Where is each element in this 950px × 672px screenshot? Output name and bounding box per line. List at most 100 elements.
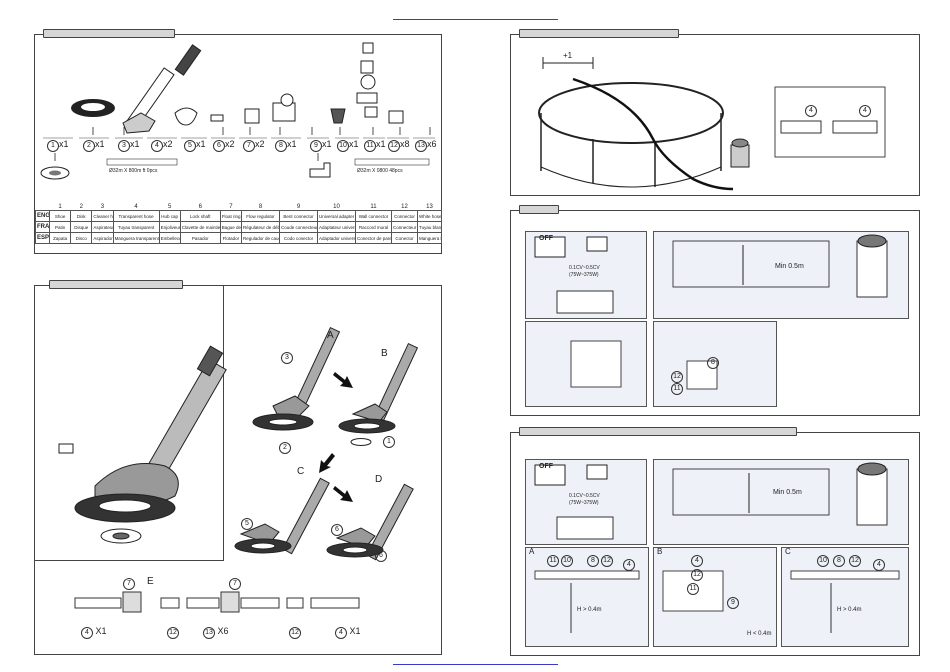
d2-a-callout-10: 10 <box>561 555 573 567</box>
install-panel: +1 4 4 <box>510 29 920 196</box>
table-cell: Bent connector <box>279 210 318 222</box>
diagram2-panel: OFF 0.1CV~0.5CV (75W~375W) Min 0.5m A B … <box>510 427 920 656</box>
d2-min-label: Min 0.5m <box>773 489 802 496</box>
table-cell: Lock shaft <box>179 210 221 222</box>
d2-c-callout-12: 12 <box>849 555 861 567</box>
d1-watt-label: (75W~375W) <box>569 272 599 278</box>
d2-c-callout-8: 8 <box>833 555 845 567</box>
part-number-9: 9 <box>310 140 322 152</box>
hose-label-12-left: 12 <box>167 626 179 639</box>
table-header-cell: 3 <box>91 203 114 211</box>
table-header-cell: 7 <box>220 203 242 211</box>
part-number-5: 5 <box>184 140 196 152</box>
table-cell: Régulateur de débit <box>241 221 280 233</box>
callout-7b: 7 <box>229 578 241 590</box>
table-row: ESP Zapata Disco Aspirador Manguera tran… <box>35 232 442 244</box>
table-cell: Embellecedor <box>158 232 181 244</box>
d2-c-box <box>781 547 909 647</box>
table-header-cell: 5 <box>159 203 181 211</box>
diagram2-panel-header <box>519 427 797 436</box>
part-number-10: 10 <box>337 140 349 152</box>
callout-6b: 6 <box>375 550 387 562</box>
d1-callout-8: 8 <box>707 357 719 369</box>
assembly-panel-header <box>49 280 183 289</box>
table-cell: Disk <box>70 210 93 222</box>
hose-note-left: Ø32m X 800m ft 0pcs <box>109 168 158 174</box>
part-number-8: 8 <box>275 140 287 152</box>
d1-min-label: Min 0.5m <box>775 263 804 270</box>
callout-5: 5 <box>241 518 253 530</box>
d2-watt-label: (75W~375W) <box>569 500 599 506</box>
d2-b-callout-12: 12 <box>691 569 703 581</box>
table-cell: Regulador de caudal <box>241 232 280 244</box>
table-cell: Manguera transparente <box>112 232 160 244</box>
callout-7a: 7 <box>123 578 135 590</box>
d2-c-callout-10: 10 <box>817 555 829 567</box>
step-d-label: D <box>375 474 383 485</box>
table-cell: Adaptateur universel <box>317 221 356 233</box>
part-number-2: 2 <box>83 140 95 152</box>
d2-b-callout-4: 4 <box>691 555 703 567</box>
table-cell: Tuyau blanc <box>417 221 442 233</box>
table-row: ENG Shoe Disk Cleaner head Transparent h… <box>35 210 442 222</box>
callout-2: 2 <box>279 442 291 454</box>
callout-6: 6 <box>331 524 343 536</box>
table-lang-cell: ESP <box>35 232 50 244</box>
table-cell: Flotador <box>219 232 243 244</box>
diagram1-panel-header <box>519 205 559 214</box>
d1-callout-11: 11 <box>671 383 683 395</box>
d2-c-height: H > 0.4m <box>837 607 862 613</box>
hose-label-12-right: 12 <box>289 626 301 639</box>
d2-a-callout-8: 8 <box>587 555 599 567</box>
table-cell: Connector <box>391 210 418 222</box>
d2-b-callout-9: 9 <box>727 597 739 609</box>
table-header-cell: 9 <box>279 203 318 211</box>
top-link-line[interactable] <box>393 19 558 20</box>
table-header-cell: 6 <box>180 203 221 211</box>
table-cell: Cleaner head <box>91 210 114 222</box>
step-c-label: C <box>297 466 305 477</box>
table-header-cell: 1 <box>49 203 71 211</box>
table-cell: Raccord mural <box>355 221 392 233</box>
d2-a-height: H > 0.4m <box>577 607 602 613</box>
hose-label-13: 13 X6 <box>203 626 229 639</box>
d2-a-callout-12: 12 <box>601 555 613 567</box>
pool-illustration <box>538 57 886 191</box>
d1-callout-12: 12 <box>671 371 683 383</box>
callout-1: 1 <box>383 436 395 448</box>
table-header-row: 1 2 3 4 5 6 7 8 9 10 11 12 13 <box>35 203 442 211</box>
hose-label-4-left: 4 X1 <box>81 626 107 639</box>
table-cell: Adaptador universal <box>317 232 356 244</box>
bottom-link-line[interactable] <box>393 664 558 665</box>
diagram2-illustration <box>534 462 900 633</box>
assembly-panel: A B C D E 3 2 1 5 6 6 7 7 4 X1 12 13 X6 … <box>34 280 442 655</box>
table-cell: Bague de flottaison <box>219 221 243 233</box>
part-number-6: 6 <box>213 140 225 152</box>
diagram1-panel: OFF 0.1CV~0.5CV (75W~375W) Min 0.5m 12 1… <box>510 205 920 416</box>
hose-note-right: Ø32m X 0800 48pcs <box>357 168 403 174</box>
table-header-cell: 4 <box>113 203 160 211</box>
table-cell: Disque <box>70 221 93 233</box>
assembly-illustration <box>58 326 419 613</box>
part-number-3: 3 <box>118 140 130 152</box>
table-header-cell: 11 <box>355 203 392 211</box>
table-lang-cell: ENG <box>35 210 50 222</box>
d2-b-callout-11: 11 <box>687 583 699 595</box>
d2-c-callout-4: 4 <box>873 559 885 571</box>
part-number-1: 1 <box>47 140 59 152</box>
install-panel-header <box>519 29 679 38</box>
d2-b-label: B <box>657 547 663 556</box>
table-cell: Float ring <box>219 210 243 222</box>
table-cell: Conector de pared <box>355 232 392 244</box>
step-b-label: B <box>381 348 388 359</box>
table-cell: Transparent hose <box>112 210 160 222</box>
